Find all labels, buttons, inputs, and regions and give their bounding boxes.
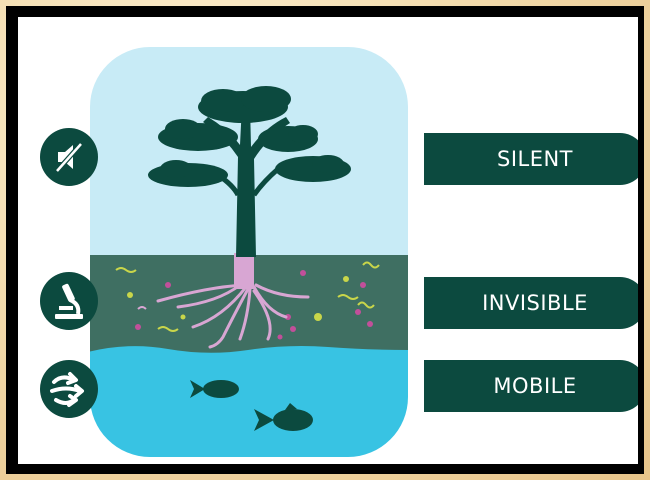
microscope-icon bbox=[40, 272, 98, 330]
label-mobile: MOBILE bbox=[424, 360, 638, 412]
root-crown bbox=[234, 253, 254, 289]
label-silent: SILENT bbox=[424, 133, 638, 185]
label-silent-text: SILENT bbox=[497, 147, 573, 171]
infographic-panel: SILENT INVISIBLE MOBILE bbox=[18, 17, 638, 464]
label-invisible-text: INVISIBLE bbox=[482, 291, 588, 315]
label-invisible: INVISIBLE bbox=[424, 277, 638, 329]
label-mobile-text: MOBILE bbox=[493, 374, 576, 398]
swirl-arrows-icon bbox=[40, 360, 98, 418]
water-layer bbox=[88, 346, 413, 464]
muted-speaker-icon bbox=[40, 128, 98, 186]
